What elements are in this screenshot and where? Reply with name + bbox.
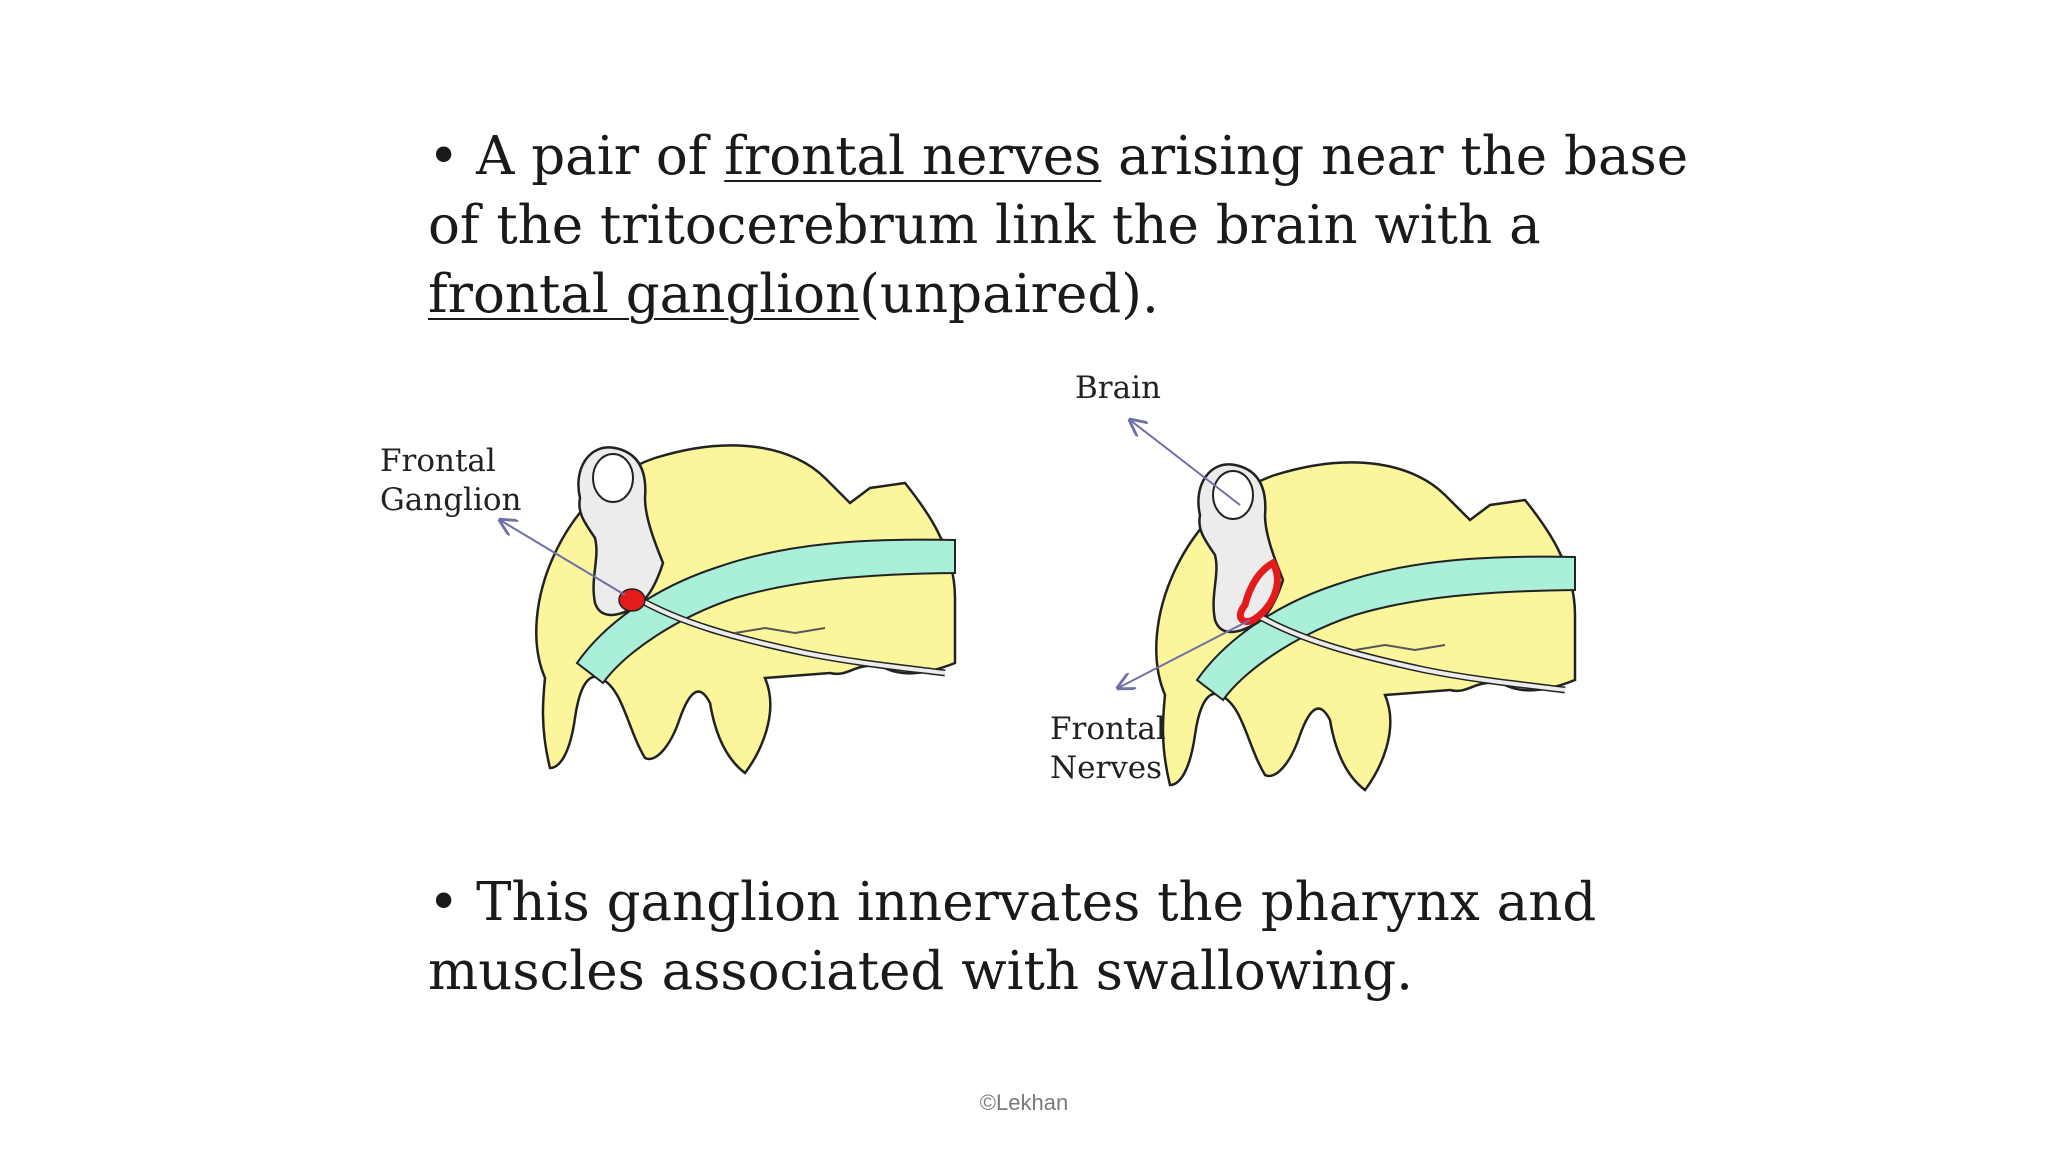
label-frontal-ganglion: Frontal Ganglion: [380, 442, 522, 520]
arrow-brain: [1130, 420, 1241, 506]
bullet-marker: •: [428, 872, 460, 933]
arrow-frontal-ganglion: [500, 520, 626, 596]
bullet-text-part: A pair of: [459, 126, 725, 187]
diagram-right: [1156, 462, 1575, 790]
label-line: Ganglion: [380, 482, 522, 518]
frontal-nerves-highlight: [1237, 558, 1281, 625]
label-line: Frontal: [1050, 711, 1166, 747]
bullet-text: This ganglion innervates the pharynx and…: [428, 872, 1597, 1002]
bullet-frontal-nerves: • A pair of frontal nerves arising near …: [428, 122, 1728, 329]
label-line: Frontal: [380, 443, 496, 479]
arrow-frontal-nerves: [1118, 619, 1251, 688]
term-frontal-ganglion: frontal ganglion: [428, 264, 860, 325]
label-brain: Brain: [1075, 370, 1161, 406]
label-line: Nerves: [1050, 750, 1163, 786]
copyright-footer: ©Lekhan: [979, 1090, 1069, 1115]
diagram-left: [536, 445, 955, 773]
frontal-ganglion-highlight: [618, 588, 646, 612]
bullet-marker: •: [428, 126, 460, 187]
term-frontal-nerves: frontal nerves: [724, 126, 1102, 187]
bullet-ganglion-function: • This ganglion innervates the pharynx a…: [428, 868, 1728, 1006]
bullet-text-part: arising near the base of the tritocerebr…: [428, 126, 1689, 256]
bullet-text-part: (unpaired).: [859, 264, 1159, 325]
label-frontal-nerves: Frontal Nerves: [1050, 710, 1166, 788]
